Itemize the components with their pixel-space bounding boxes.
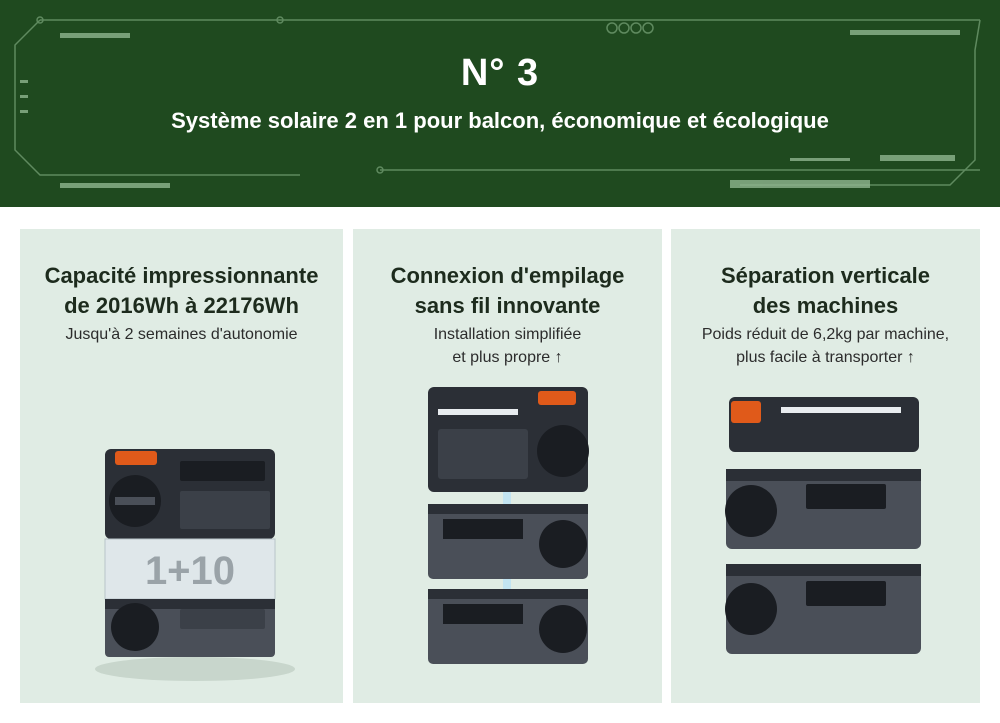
- panel-title-line: sans fil innovante: [414, 293, 601, 318]
- panel-desc-line: et plus propre ↑: [452, 349, 563, 366]
- panel-title: Connexion d'empilage sans fil innovante: [353, 261, 662, 321]
- panel-title-line: Séparation verticale: [720, 263, 931, 288]
- stack-count-label: 1+10: [145, 549, 235, 593]
- panel-description: Installation simplifiée et plus propre ↑: [353, 323, 662, 369]
- page-subtitle: Système solaire 2 en 1 pour balcon, écon…: [171, 108, 829, 133]
- feature-panel-separation: Séparation verticale des machines Poids …: [671, 229, 980, 703]
- feature-panel-stacking: Connexion d'empilage sans fil innovante …: [353, 229, 662, 703]
- circuit-decoration: [14, 16, 981, 188]
- panel-description: Poids réduit de 6,2kg par machine, plus …: [671, 323, 980, 369]
- stacked-power-station-icon: 1+10: [95, 449, 295, 681]
- panel-description: Jusqu'à 2 semaines d'autonomie: [20, 323, 343, 346]
- separated-modules-power-station-icon: [725, 397, 921, 654]
- panel-title-line: de 2016Wh à 22176Wh: [64, 293, 299, 318]
- header-banner: N° 3 Système solaire 2 en 1 pour balcon,…: [0, 0, 1000, 207]
- panel-title-line: des machines: [752, 293, 899, 318]
- feature-panel-capacity: Capacité impressionnante de 2016Wh à 221…: [20, 229, 343, 703]
- panel-desc-line: Installation simplifiée: [433, 326, 582, 343]
- panel-title-line: Connexion d'empilage: [390, 263, 625, 288]
- panel-title: Séparation verticale des machines: [671, 261, 980, 321]
- panel-desc-line: Poids réduit de 6,2kg par machine,: [701, 326, 950, 343]
- page-title: N° 3: [460, 52, 540, 94]
- panel-desc-line: Jusqu'à 2 semaines d'autonomie: [65, 326, 298, 343]
- panel-title: Capacité impressionnante de 2016Wh à 221…: [20, 261, 343, 321]
- wireless-stack-power-station-icon: [428, 387, 589, 664]
- panel-desc-line: plus facile à transporter ↑: [736, 349, 915, 366]
- panel-title-line: Capacité impressionnante: [44, 263, 319, 288]
